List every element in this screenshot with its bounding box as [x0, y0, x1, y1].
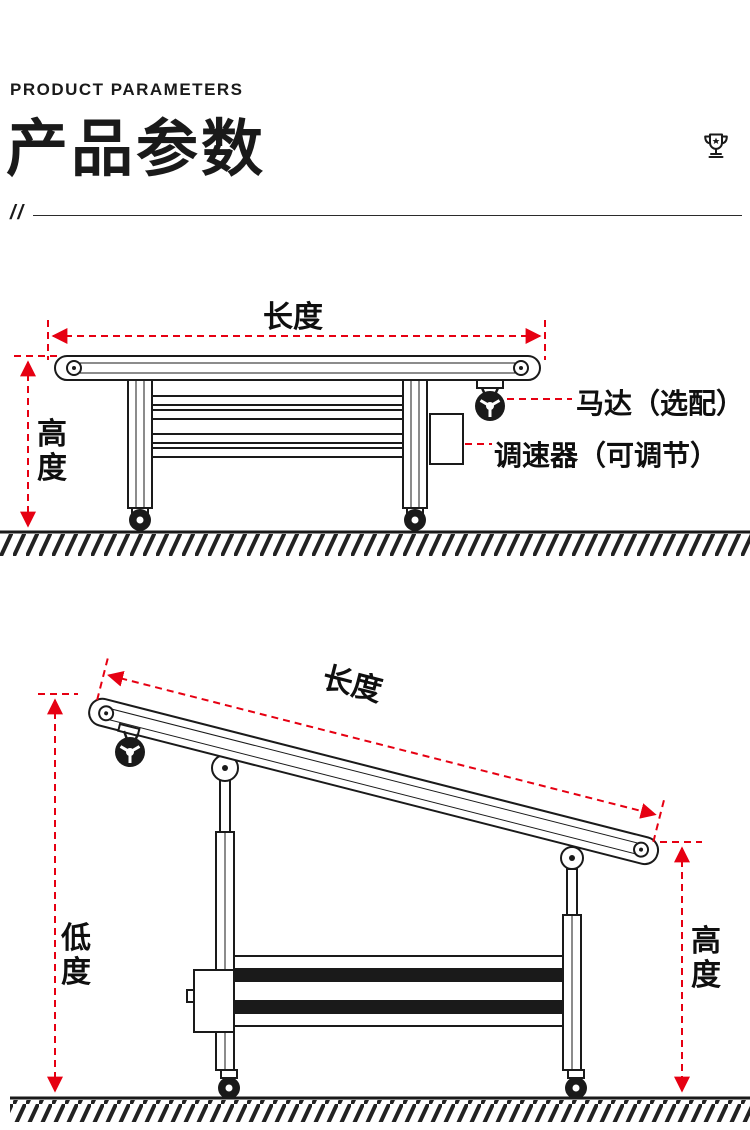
- ground-hatch: [0, 530, 750, 556]
- controller-box: [429, 413, 464, 465]
- length-dimension: [47, 320, 546, 360]
- low-height-label: 低度: [61, 922, 91, 989]
- cross-rails: [151, 395, 404, 458]
- page-title: 产品参数: [6, 115, 267, 184]
- right-post: [560, 846, 584, 1071]
- flat-conveyor-drawing: [0, 320, 750, 556]
- ground-hatch: [10, 1096, 750, 1122]
- left-leg: [127, 377, 153, 509]
- divider-line: [33, 214, 742, 216]
- right-caster-wheel: [565, 1069, 587, 1099]
- height-dimension: [660, 841, 702, 1093]
- flat-conveyor-diagram: 长度 高度 马达（选配） 调速器（可调节）: [0, 268, 750, 600]
- divider-slashes: //: [10, 202, 26, 224]
- incline-conveyor-drawing: [10, 658, 750, 1122]
- length-label: 长度: [263, 301, 323, 334]
- right-caster-wheel: [404, 507, 426, 531]
- height-label: 高度: [37, 418, 67, 485]
- left-caster-wheel: [129, 507, 151, 531]
- motor-callout-label: 马达（选配）: [576, 388, 745, 419]
- controller-callout-label: 调速器（可调节）: [494, 440, 719, 471]
- incline-conveyor-diagram: 长度 低度 高度: [0, 600, 750, 1130]
- lower-frame: [233, 955, 564, 1027]
- length-dimension: [95, 658, 665, 844]
- trophy-icon: [698, 128, 734, 164]
- low-height-dimension: [38, 693, 78, 1093]
- drive-box: [186, 969, 235, 1033]
- right-leg: [402, 377, 428, 509]
- section-divider: //: [10, 202, 742, 225]
- eyebrow-text: PRODUCT PARAMETERS: [10, 80, 244, 99]
- motor-wheel: [475, 379, 505, 421]
- inclined-belt: [88, 697, 660, 866]
- conveyor-belt: [54, 355, 541, 381]
- height-label: 高度: [691, 925, 721, 992]
- left-caster-wheel: [218, 1069, 240, 1099]
- height-dimension: [14, 355, 60, 528]
